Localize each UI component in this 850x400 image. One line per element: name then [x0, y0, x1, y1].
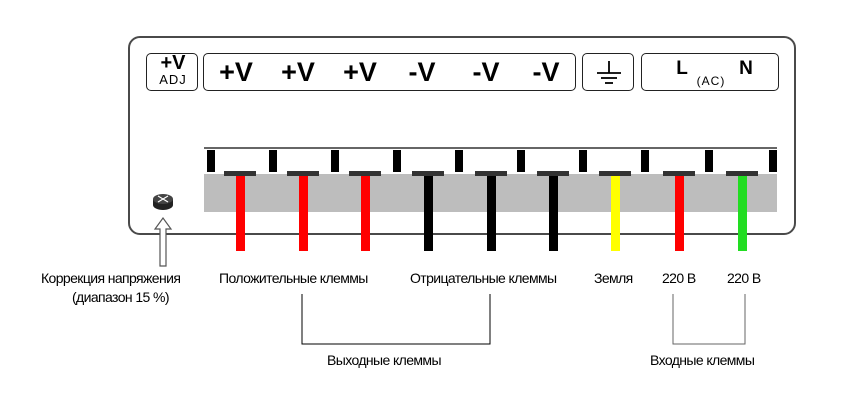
caption-adjust-line1: Коррекция напряжения [41, 270, 181, 286]
caption-220v-n: 220 В [727, 270, 761, 286]
ac-label-box: L (AC) N [641, 53, 779, 91]
adj-label-top: +V [160, 52, 186, 74]
input-group-bracket [672, 294, 746, 345]
adj-label-box: +V ADJ [146, 52, 198, 91]
caption-ground: Земля [594, 270, 633, 286]
dc-terminal-label-box: +V +V +V -V -V -V [203, 53, 576, 91]
terminal-label-2: +V [281, 57, 315, 87]
caption-output-group: Выходные клеммы [327, 352, 442, 368]
terminal-label-3: +V [343, 57, 377, 87]
ground-icon [597, 61, 621, 84]
ground-label-box [582, 53, 634, 91]
caption-220v-l: 220 В [662, 270, 696, 286]
output-group-bracket [301, 294, 491, 345]
ac-label-n: N [739, 58, 753, 79]
caption-positive-terminals: Положительные клеммы [219, 270, 368, 286]
terminal-label-5: -V [472, 57, 500, 87]
caption-input-group: Входные клеммы [650, 352, 755, 368]
ac-label-l: L [676, 58, 688, 79]
terminal-label-1: +V [219, 57, 253, 87]
adj-label-bottom: ADJ [159, 72, 187, 87]
terminal-label-6: -V [532, 57, 560, 87]
ac-label-ac: (AC) [696, 74, 726, 88]
caption-adjust-line2: (диапазон 15 %) [72, 289, 169, 305]
terminal-label-4: -V [408, 57, 436, 87]
caption-negative-terminals: Отрицательные клеммы [410, 270, 557, 286]
